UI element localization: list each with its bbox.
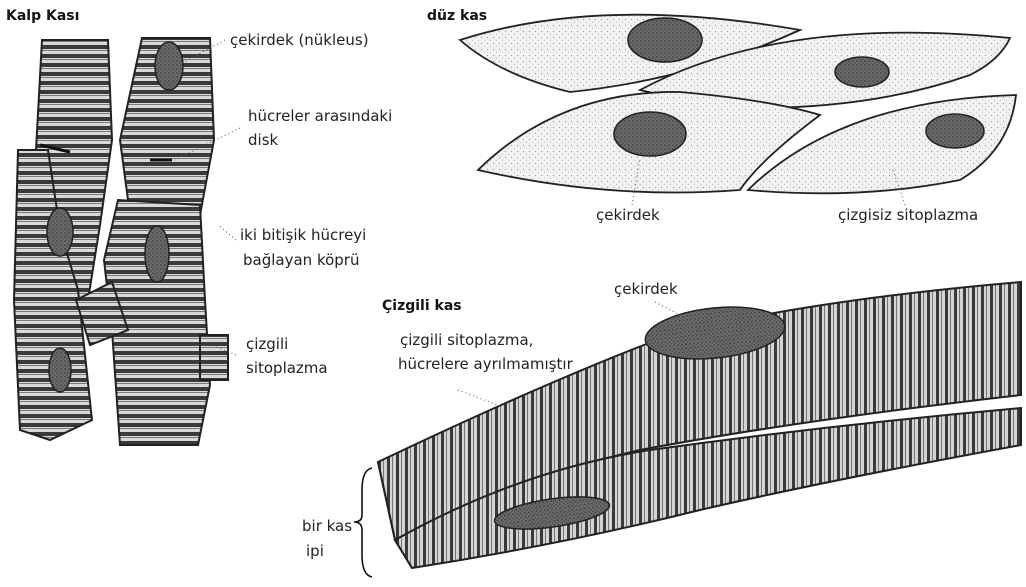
cardiac-striated-label-1: çizgili [246,334,288,355]
leader-cardiac-bridge [218,225,236,240]
smooth-cytoplasm-label: çizgisiz sitoplazma [838,205,978,226]
skeletal-fiber-label-2: ipi [306,541,324,562]
smooth-nucleus-1 [628,18,702,62]
skeletal-cytoplasm-label-1: çizgili sitoplazma, [400,330,533,351]
fiber-brace [354,468,372,577]
cardiac-disk-label-1: hücreler arasındaki [248,106,392,127]
skeletal-nucleus-label: çekirdek [614,279,678,300]
smooth-title: düz kas [427,8,487,24]
leader-skeletal-cytoplasm [458,390,500,406]
cardiac-bridge-label-2: bağlayan köprü [243,250,359,271]
cardiac-striated-label-2: sitoplazma [246,358,328,379]
cardiac-bridge-label-1: iki bitişik hücreyi [240,225,366,246]
smooth-nucleus-2 [835,57,889,87]
cardiac-muscle-illustration [14,38,240,445]
smooth-nucleus-label: çekirdek [596,205,660,226]
skeletal-title: Çizgili kas [382,298,462,314]
cardiac-nucleus-label: çekirdek (nükleus) [230,30,369,51]
skeletal-fiber-label-1: bir kas [302,516,352,537]
skeletal-muscle-illustration [354,282,1021,577]
smooth-nucleus-4 [926,114,984,148]
cardiac-nucleus-2 [47,208,73,256]
cardiac-stub-right [200,335,228,380]
cardiac-nucleus-3 [145,226,169,282]
smooth-muscle-illustration [460,15,1016,205]
cardiac-nucleus-4 [49,348,71,392]
smooth-nucleus-3 [614,112,686,156]
cardiac-nucleus-1 [155,42,183,90]
skeletal-cytoplasm-label-2: hücrelere ayrılmamıştır [398,354,573,375]
cardiac-disk-label-2: disk [248,130,278,151]
cardiac-title: Kalp Kası [6,8,79,24]
